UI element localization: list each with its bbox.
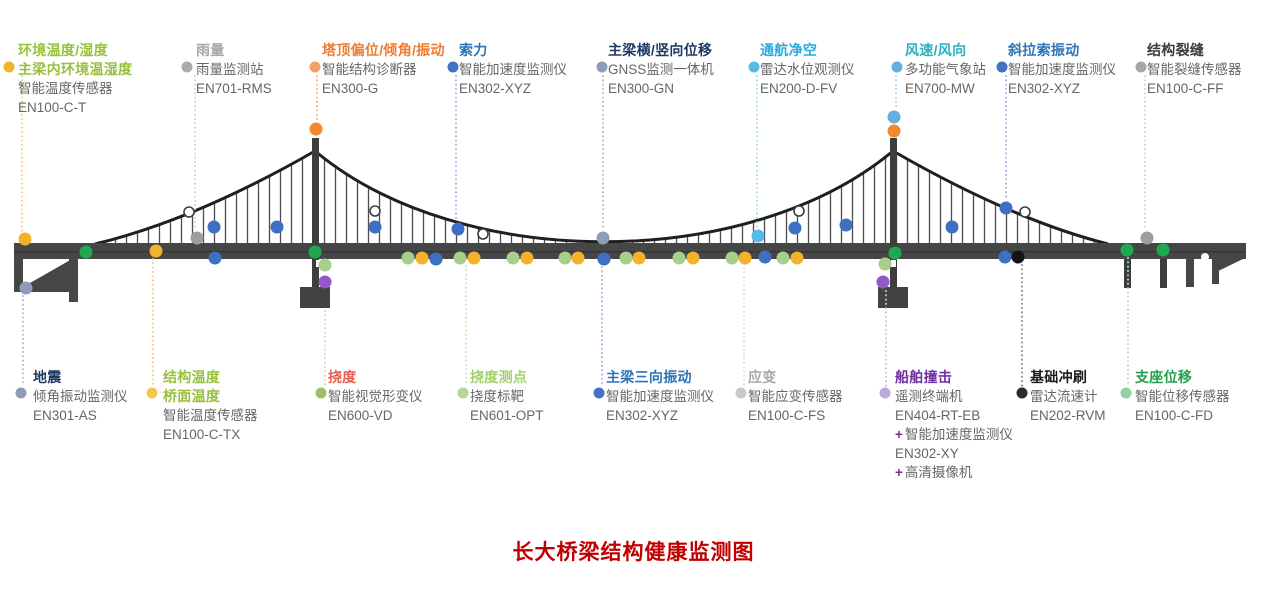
sensor-dot-orange [309,122,323,136]
sensor-dot-yellow [738,251,752,265]
sensor-dot-green [888,246,902,260]
sensor-dot-blue [998,250,1012,264]
sensor-dot-yellow [520,251,534,265]
sensor-dot-blue [207,220,221,234]
sensor-dot-lightgreen [672,251,686,265]
sensor-dot-yellow [149,244,163,258]
label-dot [593,387,605,399]
sensor-dot-blue [758,250,772,264]
sensor-dot-blue [429,252,443,266]
sensor-dot-lightgreen [558,251,572,265]
label-dot [748,61,760,73]
label-dot [146,387,158,399]
sensor-dot-lightgreen [776,251,790,265]
label-dot [596,61,608,73]
sensor-dot-green [1120,243,1134,257]
label-dot [3,61,15,73]
sensor-dot-orange [887,124,901,138]
deck-seam [14,251,1246,253]
label-dot [15,387,27,399]
sensor-dot-black [1011,250,1025,264]
tower-1-pedestal [300,287,330,308]
sensor-dot-lightblue [887,110,901,124]
label-dot [309,61,321,73]
hollow-marker [183,206,195,218]
sensor-dot-blue [839,218,853,232]
sensor-dot-lightgreen [506,251,520,265]
sensor-dot-blue [945,220,959,234]
sensor-dot-green [1156,243,1170,257]
label-dot [1120,387,1132,399]
hollow-marker [793,205,805,217]
hollow-marker [369,205,381,217]
sensor-dot-green [308,245,322,259]
sensor-dot-blue [788,221,802,235]
sensor-dot-cyan [751,229,765,243]
tower-2-pedestal [878,287,908,308]
sensor-dot-blue [368,220,382,234]
label-dot [315,387,327,399]
label-dot [181,61,193,73]
label-dot [735,387,747,399]
sensor-dot-yellow [790,251,804,265]
sensor-dot-gray [1140,231,1154,245]
sensor-dot-blue [208,251,222,265]
sensor-dot-lightgreen [318,258,332,272]
sensor-dot-lightgreen [619,251,633,265]
left-abutment [14,259,78,302]
label-dot [891,61,903,73]
sensor-dot-blue [270,220,284,234]
sensor-dot-blue [451,222,465,236]
sensor-dot-blue [597,252,611,266]
tower-1-mast [312,138,319,288]
sensor-dot-yellow [686,251,700,265]
sensor-dot-lightgreen [453,251,467,265]
sensor-dot-yellow [467,251,481,265]
sensor-dot-purple [876,275,890,289]
label-dot [1135,61,1147,73]
sensor-dot-yellow [18,232,32,246]
sensor-overlay [3,61,1170,399]
hollow-marker [477,228,489,240]
label-dot [879,387,891,399]
tower-2-mast [890,138,897,288]
label-dot [1016,387,1028,399]
hanger-field [95,151,1108,244]
bridge-structure [14,138,1246,308]
sensor-dot-yellow [415,251,429,265]
right-pier-1 [1124,259,1131,288]
sensor-dot-blue [999,201,1013,215]
sensor-dot-lightgreen [725,251,739,265]
diagram-title: 长大桥梁结构健康监测图 [512,541,755,564]
deflection-target-2 [891,260,896,267]
sensor-dot-purple [318,275,332,289]
sensor-dot-green [79,245,93,259]
sensor-dot-slate [19,281,33,295]
label-dot [996,61,1008,73]
sensor-dot-lightgreen [401,251,415,265]
hollow-marker [1019,206,1031,218]
label-dot [447,61,459,73]
sensor-dot-lightgreen [878,257,892,271]
sensor-dot-slate [596,231,610,245]
label-dot [457,387,469,399]
sensor-dot-yellow [571,251,585,265]
right-pier-2 [1160,259,1167,288]
sensor-dot-yellow [632,251,646,265]
right-abutment [1186,253,1243,287]
sensor-dot-gray [190,231,204,245]
deflection-target-1 [316,260,321,267]
